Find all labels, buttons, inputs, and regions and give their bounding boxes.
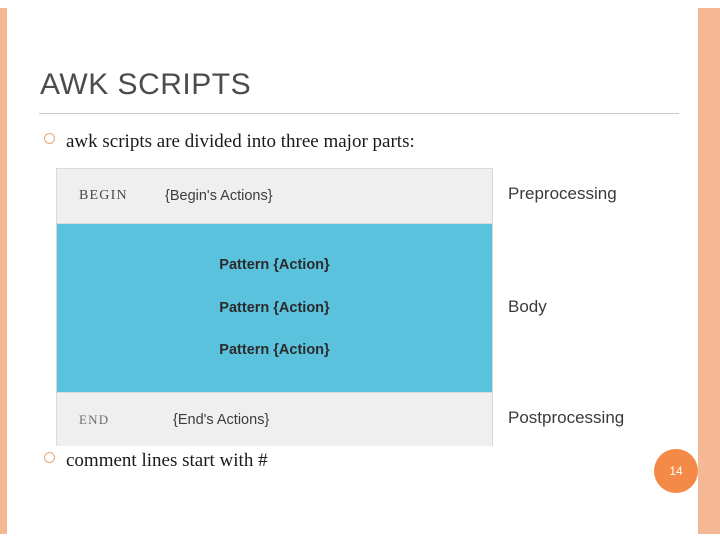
diagram-label-preprocessing: Preprocessing — [508, 184, 617, 203]
right-accent-bar — [698, 0, 720, 540]
bullet-item-2-label: comment lines start with # — [66, 450, 268, 471]
right-inner-gap — [694, 0, 698, 540]
bullet-item-1: awk scripts are divided into three major… — [44, 131, 415, 153]
pattern-action-line-1: Pattern {Action} — [219, 257, 330, 274]
diagram-end-band: END {End's Actions} — [57, 392, 492, 446]
diagram-label-postprocessing: Postprocessing — [508, 408, 625, 427]
pattern-action-line-3: Pattern {Action} — [219, 342, 330, 359]
awk-script-structure-diagram: BEGIN {Begin's Actions} Pattern {Action}… — [56, 168, 493, 446]
pattern-action-line-2: Pattern {Action} — [219, 299, 330, 316]
end-actions-text: {End's Actions} — [173, 411, 270, 428]
begin-keyword: BEGIN — [79, 188, 128, 203]
bullet-circle-icon — [44, 452, 55, 463]
diagram-begin-band: BEGIN {Begin's Actions} — [57, 169, 492, 224]
diagram-body-band: Pattern {Action} Pattern {Action} Patter… — [57, 224, 492, 392]
end-keyword: END — [79, 411, 110, 427]
bullet-circle-icon — [44, 133, 55, 144]
bullet-item-1-label: awk scripts are divided into three major… — [66, 131, 415, 152]
diagram-label-body: Body — [508, 297, 547, 316]
top-margin — [0, 0, 720, 8]
begin-actions-text: {Begin's Actions} — [165, 188, 273, 204]
page-number-badge: 14 — [654, 449, 698, 493]
page-title: AWK SCRIPTS — [40, 68, 252, 101]
left-accent-bar — [0, 0, 7, 540]
bullet-item-2: comment lines start with # — [44, 450, 268, 472]
left-inner-gap — [7, 0, 11, 540]
title-divider — [39, 113, 679, 114]
bottom-margin — [0, 534, 720, 540]
